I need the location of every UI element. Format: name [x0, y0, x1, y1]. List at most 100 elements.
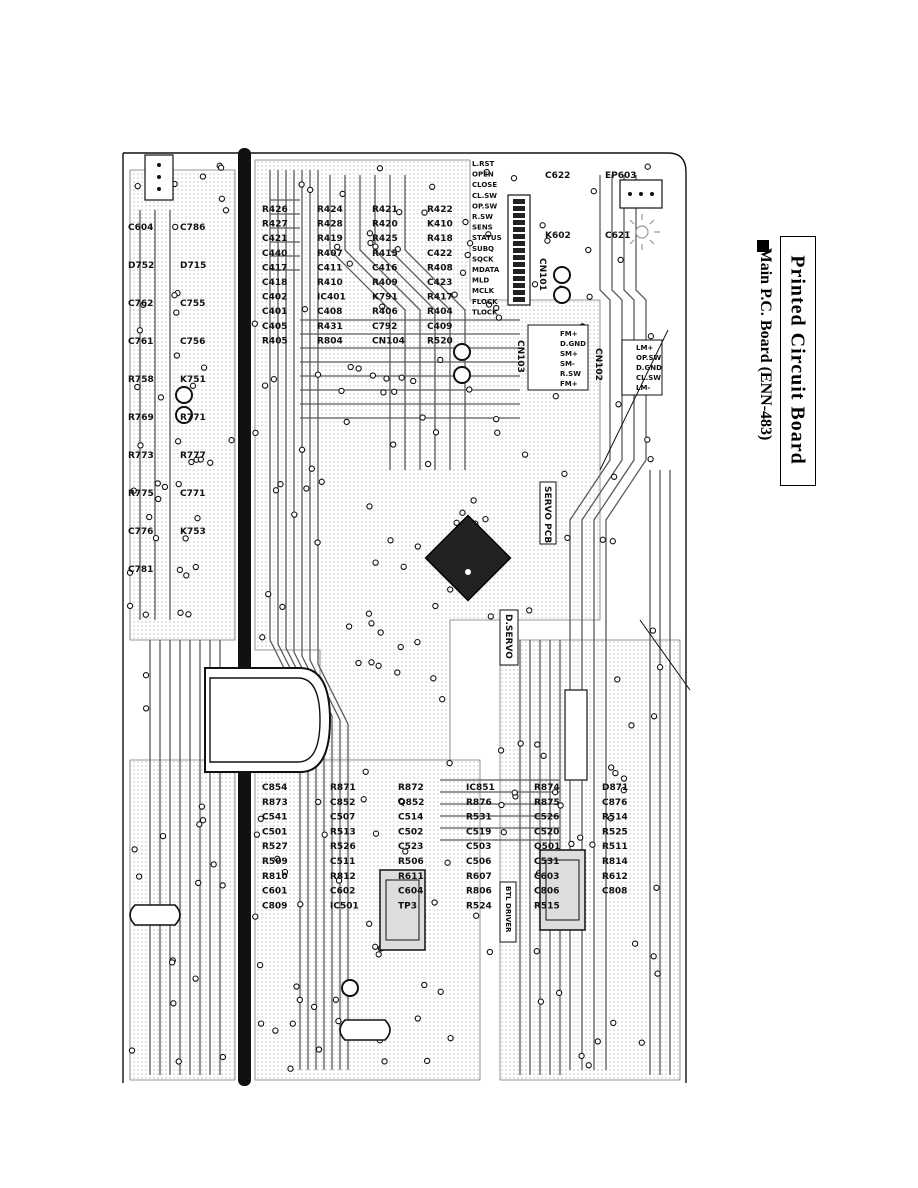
- component-designator: R415: [372, 249, 398, 259]
- cn101-signal-label: MCLK: [472, 287, 495, 295]
- component-designator: R526: [330, 842, 356, 852]
- component-designator: C423: [427, 278, 452, 288]
- component-designator: R513: [330, 827, 356, 837]
- component-designator: C792: [372, 322, 397, 332]
- component-designator: R806: [466, 887, 492, 897]
- component-designator: R810: [262, 872, 288, 882]
- component-designator: C417: [262, 263, 287, 273]
- component-designator: R506: [398, 857, 424, 867]
- component-designator: C507: [330, 813, 355, 823]
- cn101-signal-label: SUBQ: [472, 245, 494, 253]
- component-designator: R514: [602, 813, 628, 823]
- component-designator: R509: [262, 857, 288, 867]
- component-designator: Q852: [398, 798, 424, 808]
- component-designator: C755: [180, 299, 205, 309]
- cn103-signal-label: SM-: [560, 360, 575, 368]
- component-designator: C541: [262, 813, 287, 823]
- component-designator: K602: [545, 231, 571, 241]
- component-designator: R773: [128, 451, 154, 461]
- component-designator: K410: [427, 220, 453, 230]
- component-designator: C503: [466, 842, 491, 852]
- component-designator: R524: [466, 901, 492, 911]
- component-designator: D871: [602, 783, 628, 793]
- component-designator: R812: [330, 872, 356, 882]
- component-designator: K751: [180, 375, 206, 385]
- component-designator: C421: [262, 234, 287, 244]
- component-designator: R425: [372, 234, 398, 244]
- component-designator: C502: [398, 827, 423, 837]
- cn102-signal-label: LM+: [636, 344, 653, 352]
- component-designator: C756: [180, 337, 205, 347]
- component-designator: C808: [602, 887, 627, 897]
- component-designator: R408: [427, 263, 453, 273]
- component-designator: CN104: [372, 336, 405, 346]
- component-designator: C622: [545, 171, 570, 181]
- component-designator: R424: [317, 205, 343, 215]
- component-designator: C771: [180, 489, 205, 499]
- component-designator: R421: [372, 205, 398, 215]
- component-designator: C402: [262, 293, 287, 303]
- component-designator: C405: [262, 322, 287, 332]
- board-outline: [122, 152, 687, 1083]
- cut-line: [599, 329, 669, 471]
- section-bullet: [757, 240, 769, 252]
- cn101-signal-label: TLOCK: [472, 308, 498, 316]
- component-designator: R404: [427, 307, 453, 317]
- component-designator: R771: [180, 413, 206, 423]
- component-designator: R409: [372, 278, 398, 288]
- component-designator: R814: [602, 857, 628, 867]
- cn101-signal-label: CL.SW: [472, 192, 497, 200]
- component-designator: C408: [317, 307, 342, 317]
- component-designator: K791: [372, 293, 398, 303]
- component-designator: R804: [317, 336, 343, 346]
- component-designator: C762: [128, 299, 153, 309]
- component-designator: R422: [427, 205, 453, 215]
- cn101-signal-label: STATUS: [472, 234, 502, 242]
- component-designator: R874: [534, 783, 560, 793]
- component-designator: R406: [372, 307, 398, 317]
- component-designator: R410: [317, 278, 343, 288]
- component-designator: C506: [466, 857, 491, 867]
- cn102-name: CN102: [593, 348, 603, 381]
- component-designator: C501: [262, 827, 287, 837]
- cn102-signal-label: CL.SW: [636, 374, 661, 382]
- component-designator: C806: [534, 887, 559, 897]
- component-designator: R405: [262, 336, 288, 346]
- cn101-signal-label: MDATA: [472, 266, 500, 274]
- page-title: Printed Circuit Board: [786, 255, 809, 465]
- cn102-signal-label: OP.SW: [636, 354, 661, 362]
- component-designator: R420: [372, 220, 398, 230]
- component-designator: C514: [398, 813, 423, 823]
- component-designator: C603: [534, 872, 559, 882]
- cn103-signal-label: FM+: [560, 330, 578, 338]
- component-designator: R515: [534, 901, 560, 911]
- component-designator: C604: [398, 887, 423, 897]
- component-designator: R431: [317, 322, 343, 332]
- component-designator: C876: [602, 798, 627, 808]
- cn103-signal-label: D.GND: [560, 340, 586, 348]
- component-designator: R612: [602, 872, 628, 882]
- cn103-signal-label: SM+: [560, 350, 578, 358]
- component-designator: C621: [605, 231, 630, 241]
- cn101-signal-label: MLD: [472, 277, 489, 285]
- component-designator: C604: [128, 223, 153, 233]
- servo-pcb-label: SERVO PCB: [542, 486, 552, 543]
- cn103-signal-label: FM+: [560, 380, 578, 388]
- component-designator: C418: [262, 278, 287, 288]
- component-designator: R525: [602, 827, 628, 837]
- cn101-name: CN101: [537, 258, 547, 291]
- component-designator: R531: [466, 813, 492, 823]
- page-subtitle: Main P.C. Board (ENN-483): [757, 247, 774, 441]
- component-designator: C809: [262, 901, 287, 911]
- pcb-vias: [126, 162, 664, 1072]
- component-designator: IC851: [466, 783, 495, 793]
- cn102-signal-label: D.GND: [636, 364, 662, 372]
- component-designator: C781: [128, 565, 153, 575]
- component-designator: C852: [330, 798, 355, 808]
- component-designator: C520: [534, 827, 559, 837]
- component-designator: R775: [128, 489, 154, 499]
- component-designator: C854: [262, 783, 287, 793]
- component-designator: R426: [262, 205, 288, 215]
